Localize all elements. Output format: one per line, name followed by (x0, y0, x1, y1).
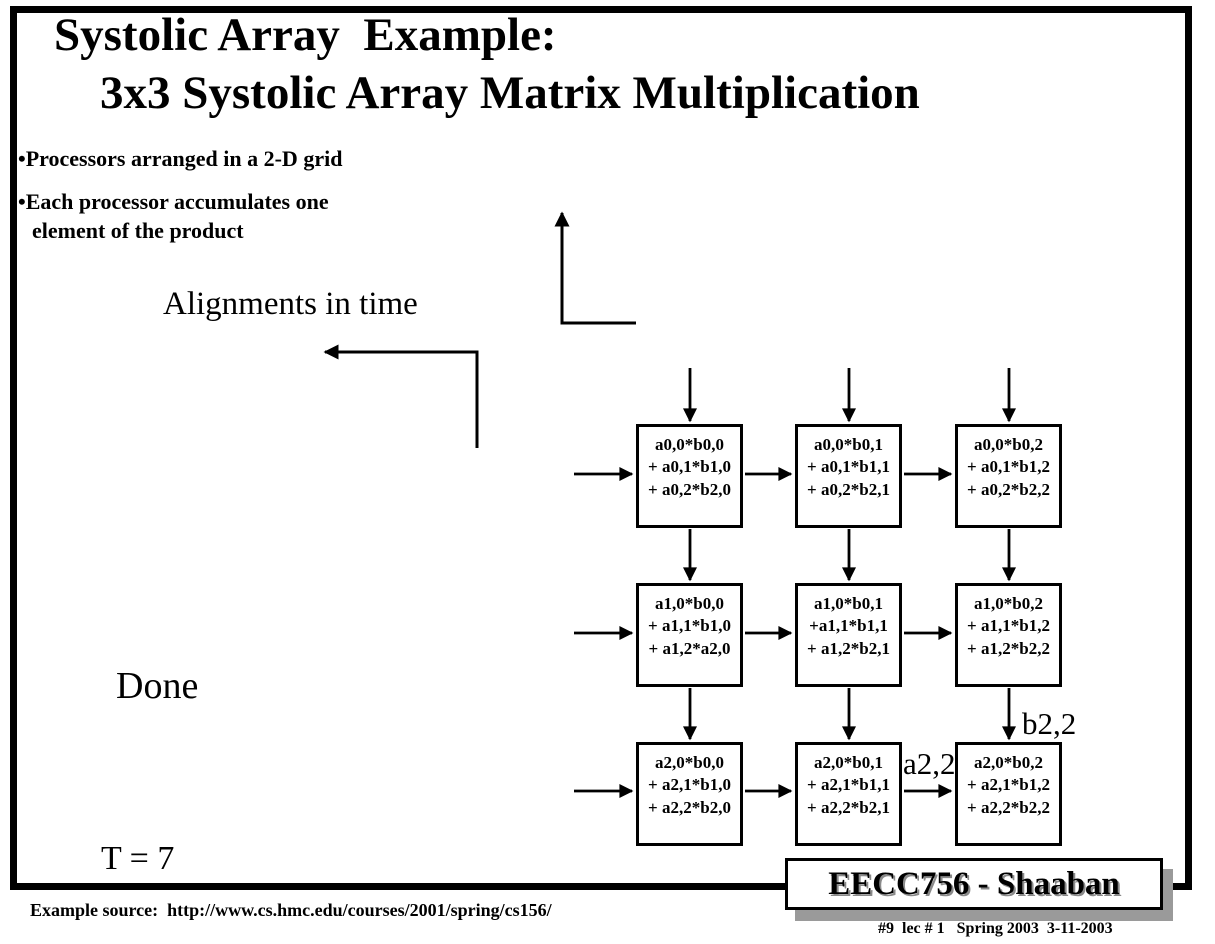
pe-term: a0,0*b0,2 (974, 435, 1043, 454)
example-source: Example source: http://www.cs.hmc.edu/co… (30, 900, 552, 920)
annotation-arrows (323, 211, 636, 448)
pe-term: + a0,1*b1,2 (967, 457, 1050, 477)
pe-term: + a2,1*b1,0 (648, 775, 731, 795)
course-banner-text: EECC756 - Shaaban (828, 865, 1120, 902)
bullet-list: Processors arranged in a 2-D grid Each p… (18, 144, 343, 259)
pe-term: + a2,1*b1,2 (967, 775, 1050, 795)
pe-term: + a1,1*b1,0 (648, 616, 731, 636)
inter-row-arrows (683, 529, 1016, 741)
pe-term: + a0,2*b2,2 (967, 479, 1050, 499)
course-banner: EECC756 - Shaaban (785, 858, 1163, 910)
pe-term: a1,0*b0,2 (974, 594, 1043, 613)
time-step-label: T = 7 (101, 840, 175, 877)
pe-term: + a1,2*b2,1 (807, 638, 890, 658)
pe-term: + a2,2*b2,1 (807, 797, 890, 817)
up-direction-arrow (554, 211, 636, 325)
lecture-meta: #9 lec # 1 Spring 2003 3-11-2003 (878, 920, 1113, 937)
column-input-arrows (683, 368, 1016, 423)
pe-term: a2,0*b0,0 (655, 753, 724, 772)
slide-title-line2: 3x3 Systolic Array Matrix Multiplication (100, 67, 920, 119)
pe-box-2-0: a2,0*b0,0 + a2,1*b1,0 + a2,2*b2,0 (636, 742, 743, 846)
pe-box-0-1: a0,0*b0,1 + a0,1*b1,1 + a0,2*b2,1 (795, 424, 902, 528)
pe-term: + a0,1*b1,0 (648, 457, 731, 477)
alignments-in-time-label: Alignments in time (163, 286, 418, 322)
pe-term: + a2,1*b1,1 (807, 775, 890, 795)
pe-term: a0,0*b0,0 (655, 435, 724, 454)
pe-box-2-2: a2,0*b0,2 + a2,1*b1,2 + a2,2*b2,2 (955, 742, 1062, 846)
pe-box-1-0: a1,0*b0,0 + a1,1*b1,0 + a1,2*a2,0 (636, 583, 743, 687)
pe-term: + a2,2*b2,2 (967, 797, 1050, 817)
operand-a22-label: a2,2 (903, 746, 956, 781)
inter-column-arrows (745, 467, 953, 798)
pe-box-2-1: a2,0*b0,1 + a2,1*b1,1 + a2,2*b2,1 (795, 742, 902, 846)
time-direction-arrow (323, 344, 479, 448)
slide-border (10, 6, 1192, 890)
operand-b22-label: b2,2 (1022, 706, 1077, 741)
pe-term: +a1,1*b1,1 (809, 616, 888, 636)
pe-term: a2,0*b0,1 (814, 753, 883, 772)
pe-box-0-0: a0,0*b0,0 + a0,1*b1,0 + a0,2*b2,0 (636, 424, 743, 528)
pe-term: + a0,2*b2,0 (648, 479, 731, 499)
pe-term: + a0,2*b2,1 (807, 479, 890, 499)
done-label: Done (116, 665, 199, 707)
pe-box-0-2: a0,0*b0,2 + a0,1*b1,2 + a0,2*b2,2 (955, 424, 1062, 528)
pe-term: + a2,2*b2,0 (648, 797, 731, 817)
pe-term: a1,0*b0,0 (655, 594, 724, 613)
pe-term: a1,0*b0,1 (814, 594, 883, 613)
pe-box-1-2: a1,0*b0,2 + a1,1*b1,2 + a1,2*b2,2 (955, 583, 1062, 687)
bullet-item: Processors arranged in a 2-D grid (18, 144, 343, 173)
pe-term: a2,0*b0,2 (974, 753, 1043, 772)
row-input-arrows (574, 467, 634, 798)
pe-term: + a0,1*b1,1 (807, 457, 890, 477)
bullet-item: Each processor accumulates one element o… (18, 187, 342, 245)
pe-term: + a1,2*a2,0 (648, 638, 731, 658)
pe-term: a0,0*b0,1 (814, 435, 883, 454)
pe-term: + a1,2*b2,2 (967, 638, 1050, 658)
pe-box-1-1: a1,0*b0,1 +a1,1*b1,1 + a1,2*b2,1 (795, 583, 902, 687)
pe-term: + a1,1*b1,2 (967, 616, 1050, 636)
slide-title-line1: Systolic Array Example: (54, 9, 557, 61)
